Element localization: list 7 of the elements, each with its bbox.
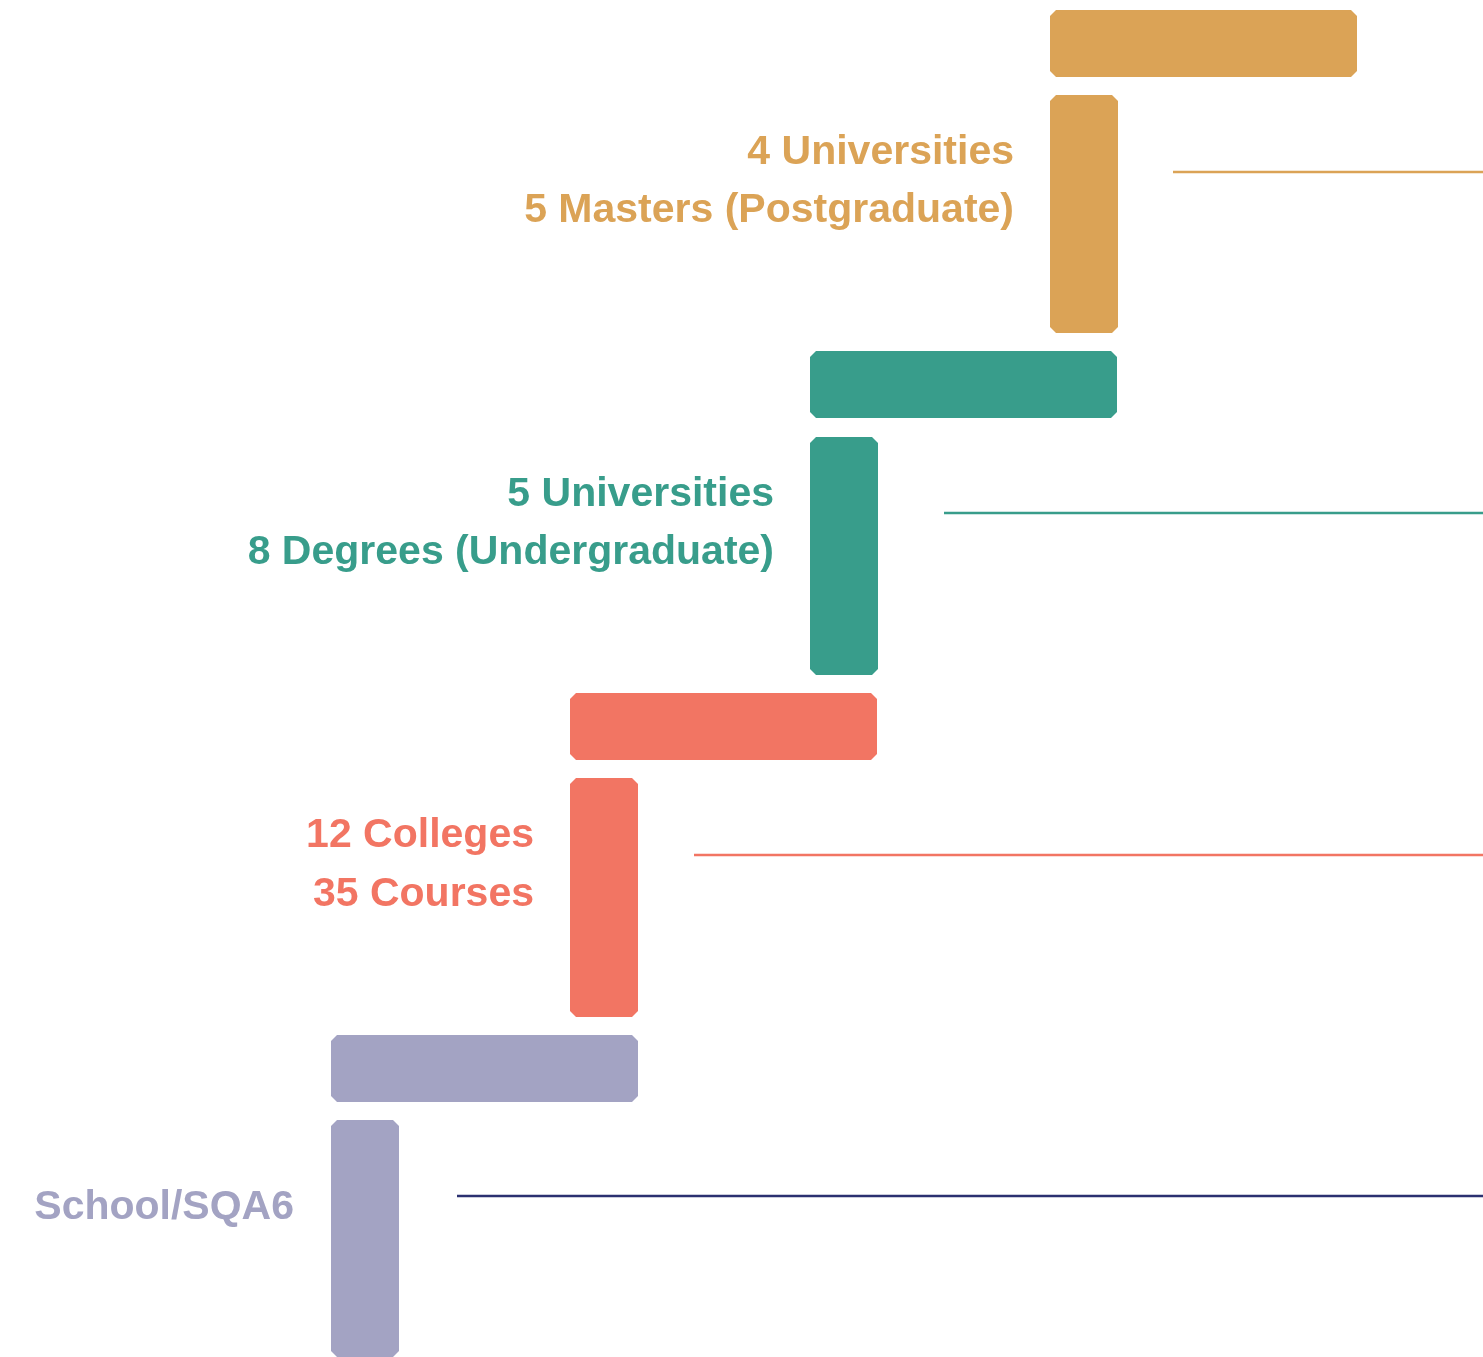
stat-label: 5 Masters (Postgraduate): [524, 184, 1014, 232]
stat-label: 35 Courses: [312, 868, 534, 916]
level-label: School/SQA6: [34, 1181, 294, 1229]
stat-label: 12 Colleges: [306, 809, 534, 857]
stat-label: 4 Universities: [747, 126, 1014, 174]
stat-label: 8 Degrees (Undergraduate): [247, 526, 774, 574]
stat-label: 5 Universities: [507, 468, 774, 516]
